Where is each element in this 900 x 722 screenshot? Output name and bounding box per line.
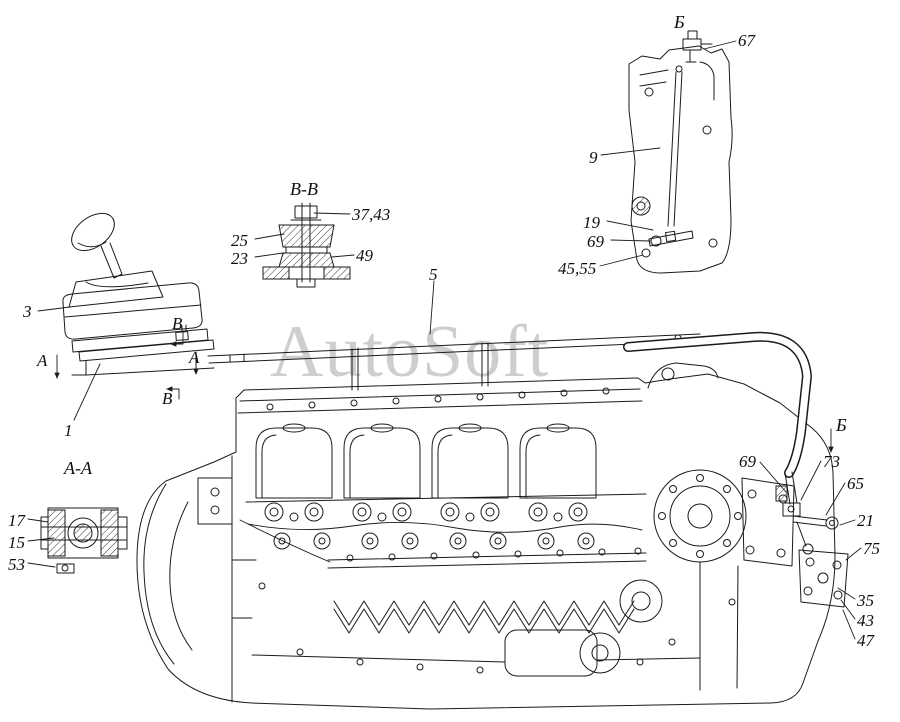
shift-rod-drawing (207, 333, 701, 391)
section-aa-drawing (40, 507, 128, 574)
callout-35: 35 (857, 591, 874, 610)
callout-49: 49 (356, 246, 373, 265)
callout-75: 75 (863, 539, 880, 558)
callout-45-55: 45,55 (558, 259, 597, 278)
callout-69-view-b: 69 (587, 232, 604, 251)
marker-a-left: А (37, 351, 48, 370)
callout-67: 67 (738, 31, 755, 50)
callout-17: 17 (8, 511, 25, 530)
marker-b-upper: В (172, 314, 183, 333)
callout-37-43: 37,43 (352, 205, 391, 224)
view-b-arrow-label: Б (836, 415, 847, 435)
section-bb-drawing (262, 202, 351, 288)
marker-b-lower: В (162, 389, 173, 408)
engine-body-drawing (136, 362, 836, 710)
callout-53: 53 (8, 555, 25, 574)
view-b-title: Б (674, 12, 685, 32)
callout-21: 21 (857, 511, 874, 530)
callout-73: 73 (823, 452, 840, 471)
callout-43-rear: 43 (857, 611, 874, 630)
callout-15: 15 (8, 533, 25, 552)
callout-69-rear: 69 (739, 452, 756, 471)
callout-3: 3 (23, 302, 32, 321)
section-aa-title: А-А (64, 458, 92, 478)
section-marker-arrows (54, 330, 834, 453)
view-b-drawing (628, 30, 733, 274)
callout-1: 1 (64, 421, 73, 440)
watermark: AutoSoft (270, 311, 550, 393)
curved-pipe-drawing (623, 331, 813, 478)
gear-lever-drawing (62, 212, 215, 376)
callout-65: 65 (847, 474, 864, 493)
callout-5: 5 (429, 265, 438, 284)
rear-lever-detail-drawing (775, 471, 849, 608)
callout-19: 19 (583, 213, 600, 232)
marker-a-right: А (189, 348, 200, 367)
callout-47: 47 (857, 631, 874, 650)
section-bb-title: В-В (290, 179, 318, 199)
callout-25: 25 (231, 231, 248, 250)
callout-9: 9 (589, 148, 598, 167)
leader-lines (27, 40, 862, 640)
callout-23: 23 (231, 249, 248, 268)
